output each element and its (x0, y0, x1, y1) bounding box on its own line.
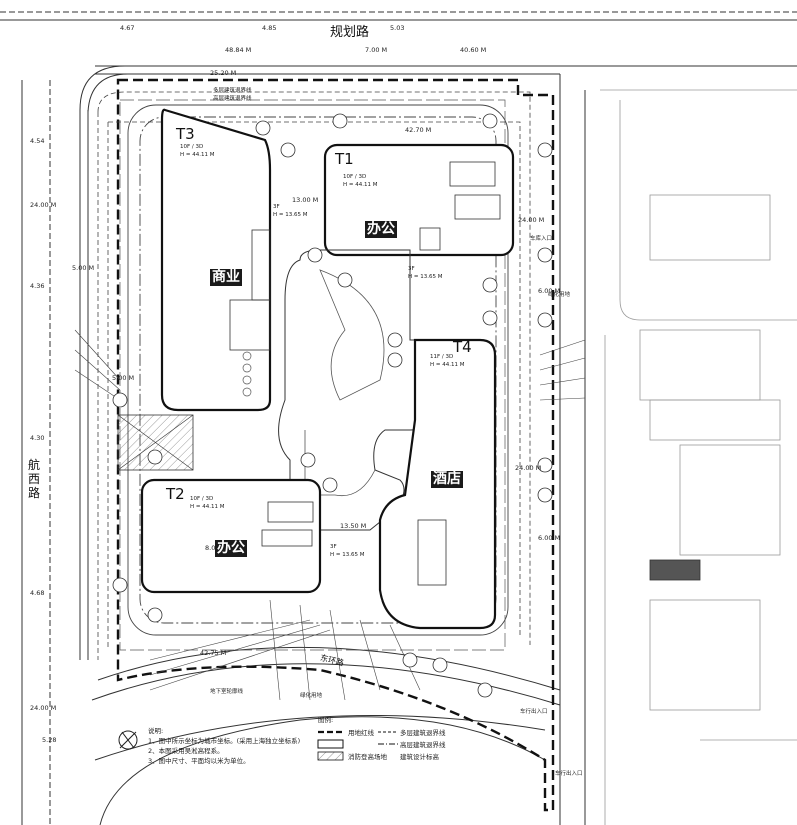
t2-building-outline (140, 478, 322, 594)
legend-symbols (317, 730, 398, 761)
svg-text:建筑设计标高: 建筑设计标高 (400, 752, 440, 761)
t3-annex (229, 299, 271, 351)
svg-text:4.68: 4.68 (30, 589, 44, 597)
neighbor-site (600, 89, 797, 825)
svg-text:2、本图采用吴淞高程系。: 2、本图采用吴淞高程系。 (148, 746, 224, 755)
svg-text:车行出入口: 车行出入口 (555, 769, 583, 777)
svg-text:5.28: 5.28 (42, 736, 56, 744)
svg-text:绿化用地: 绿化用地 (300, 691, 323, 699)
svg-text:地下室轮廓线: 地下室轮廓线 (210, 687, 244, 695)
svg-text:11F / 3D: 11F / 3D (430, 354, 453, 360)
svg-text:4.85: 4.85 (262, 24, 276, 32)
t1-core (449, 161, 496, 187)
svg-text:车行出入口: 车行出入口 (520, 707, 548, 715)
svg-text:车库入口: 车库入口 (530, 234, 552, 242)
t4-name: T4 (453, 338, 472, 356)
svg-text:25.20 M: 25.20 M (210, 69, 236, 77)
t2-name: T2 (166, 485, 185, 503)
svg-text:13.50 M: 13.50 M (340, 522, 366, 530)
t1-name: T1 (335, 150, 354, 168)
svg-text:24.00 M: 24.00 M (518, 216, 544, 224)
plaza-path (304, 430, 376, 497)
t3-circles (242, 351, 252, 397)
svg-text:H = 44.11 M: H = 44.11 M (180, 152, 215, 158)
notes: 说明: 1、图中所示坐标为城市坐标。(采用上海独立坐标系) 2、本图采用吴淞高程… (148, 715, 446, 765)
svg-text:42.75 M: 42.75 M (200, 649, 226, 657)
svg-text:H = 13.65 M: H = 13.65 M (408, 274, 443, 280)
svg-text:H = 44.11 M: H = 44.11 M (430, 362, 465, 368)
svg-text:5.03: 5.03 (390, 24, 404, 32)
svg-text:1、图中所示坐标为城市坐标。(采用上海独立坐标系): 1、图中所示坐标为城市坐标。(采用上海独立坐标系) (148, 736, 300, 745)
svg-text:10F / 3D: 10F / 3D (180, 144, 203, 150)
north-road-name: 规划路 (330, 25, 370, 40)
svg-text:4.36: 4.36 (30, 282, 44, 290)
svg-text:高层建筑退界线: 高层建筑退界线 (213, 94, 252, 102)
fire-pad-diag2 (117, 414, 194, 471)
svg-text:24.00 M: 24.00 M (515, 464, 541, 472)
svg-text:H = 44.11 M: H = 44.11 M (343, 182, 378, 188)
svg-text:40.60 M: 40.60 M (460, 46, 486, 54)
svg-text:3F: 3F (273, 204, 280, 210)
svg-text:4.30: 4.30 (30, 434, 44, 442)
svg-text:3F: 3F (330, 544, 337, 550)
svg-text:多层建筑退界线: 多层建筑退界线 (213, 86, 252, 94)
svg-text:13.00 M: 13.00 M (292, 196, 318, 204)
svg-text:4.67: 4.67 (120, 24, 134, 32)
north-arrow-icon (118, 730, 138, 750)
svg-text:4.54: 4.54 (30, 137, 44, 145)
road-lines (0, 11, 797, 825)
t3-building-outline (160, 108, 272, 412)
t1-core2 (454, 194, 501, 220)
svg-text:3、图中尺寸、平面均以米为单位。: 3、图中尺寸、平面均以米为单位。 (148, 756, 250, 765)
svg-text:24.00 M: 24.00 M (30, 201, 56, 209)
svg-text:高层建筑退界线: 高层建筑退界线 (400, 740, 446, 749)
svg-text:6.00 M: 6.00 M (538, 534, 560, 542)
building-info: 10F / 3D H = 44.11 M 10F / 3D H = 44.11 … (180, 86, 583, 777)
plaza-shape (319, 269, 385, 401)
svg-text:说明:: 说明: (148, 726, 163, 735)
svg-text:3F: 3F (408, 266, 415, 272)
svg-text:42.70 M: 42.70 M (405, 126, 431, 134)
svg-text:7.00 M: 7.00 M (365, 46, 387, 54)
setback-lines (97, 91, 531, 660)
t1-stair (419, 227, 441, 251)
t4-use-label: 酒店 (431, 471, 463, 488)
svg-text:H = 44.11 M: H = 44.11 M (190, 504, 225, 510)
svg-text:24.00 M: 24.00 M (30, 704, 56, 712)
west-road-name: 航西路 (28, 458, 41, 500)
t1-use-label: 办公 (365, 221, 397, 238)
svg-text:多层建筑退界线: 多层建筑退界线 (400, 728, 446, 737)
svg-text:用地红线: 用地红线 (348, 728, 375, 737)
dimension-text: 4.67 4.85 5.03 48.84 M 7.00 M 40.60 M 25… (30, 24, 560, 744)
t2-core2 (261, 529, 313, 547)
svg-text:消防登高场地: 消防登高场地 (348, 752, 388, 761)
svg-text:10F / 3D: 10F / 3D (190, 496, 213, 502)
svg-text:10F / 3D: 10F / 3D (343, 174, 366, 180)
svg-text:6.00 M: 6.00 M (538, 287, 560, 295)
t4-core (417, 519, 447, 586)
t3-use-label: 商业 (210, 269, 242, 286)
svg-text:绿化用地: 绿化用地 (548, 290, 571, 298)
t3-name: T3 (176, 125, 195, 143)
svg-text:图例:: 图例: (318, 715, 333, 724)
leader-lines (74, 329, 586, 701)
inner-road (127, 104, 509, 636)
site-boundary (116, 78, 555, 812)
svg-text:H = 13.65 M: H = 13.65 M (330, 552, 365, 558)
svg-text:H = 13.65 M: H = 13.65 M (273, 212, 308, 218)
grid-markers (112, 113, 553, 698)
svg-text:5.00 M: 5.00 M (112, 374, 134, 382)
t2-core (267, 501, 314, 523)
svg-text:5.00 M: 5.00 M (72, 264, 94, 272)
svg-text:48.84 M: 48.84 M (225, 46, 251, 54)
t2-use-label: 办公 (215, 540, 247, 557)
